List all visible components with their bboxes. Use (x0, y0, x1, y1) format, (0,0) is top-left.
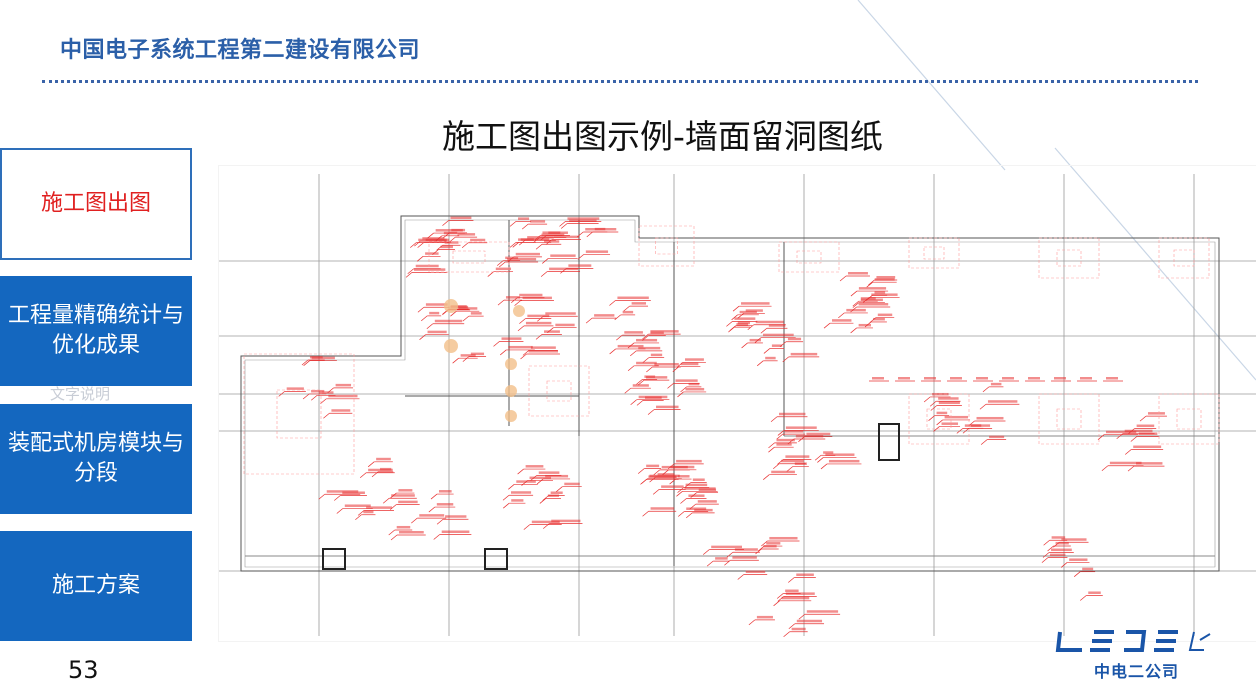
lede-logo-icon (1055, 630, 1211, 652)
nav-quantity-statistics[interactable]: 工程量精确统计与优化成果 (0, 276, 192, 386)
ghost-placeholder-text: 文字说明 (50, 385, 111, 403)
company-name: 中国电子系统工程第二建设有限公司 (60, 38, 421, 63)
nav-label: 装配式机房模块与分段 (8, 431, 185, 486)
header-divider (42, 80, 1198, 83)
slide-title: 施工图出图示例-墙面留洞图纸 (442, 117, 883, 156)
page-number: 53 (68, 656, 99, 684)
nav-prefab-machine-room[interactable]: 装配式机房模块与分段 (0, 404, 192, 514)
wall-opening-cad-drawing (218, 165, 1256, 642)
nav-label: 工程量精确统计与优化成果 (8, 303, 185, 358)
nav-label: 施工图出图 (40, 191, 151, 216)
logo-text: 中电二公司 (1094, 662, 1180, 681)
nav-label: 施工方案 (51, 573, 140, 598)
nav-construction-plan[interactable]: 施工方案 (0, 531, 192, 641)
nav-construction-drawings[interactable]: 施工图出图 (0, 148, 192, 260)
